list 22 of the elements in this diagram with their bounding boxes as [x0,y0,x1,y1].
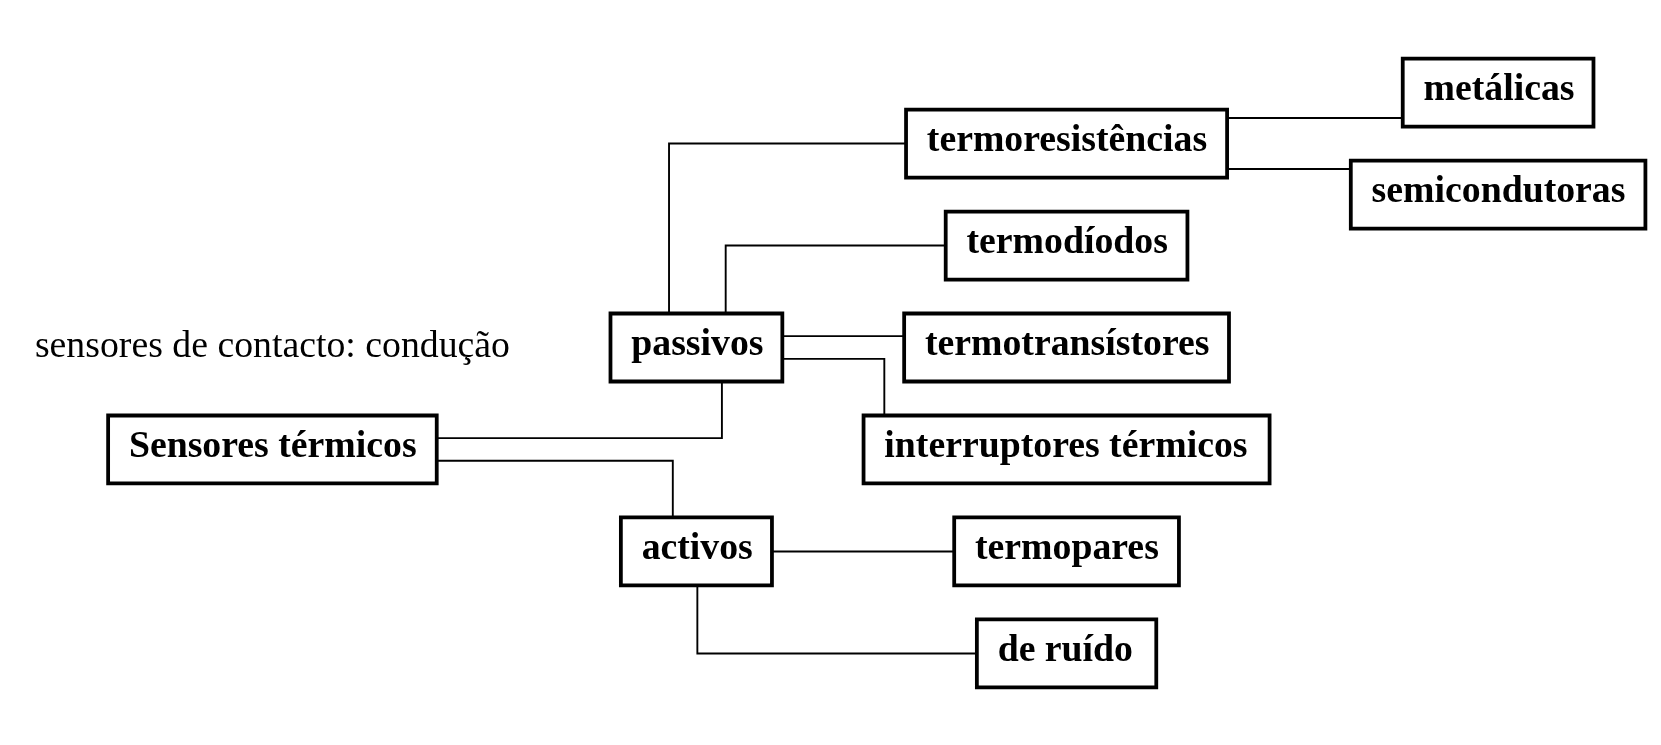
connector [771,550,955,552]
node-box: de ruído [974,617,1159,689]
connector [668,142,907,314]
node-box: semicondutoras [1348,158,1648,230]
label: sensores de contacto: condução [34,322,510,365]
node-box: passivos [608,311,785,383]
connector [436,459,674,518]
connector [1226,116,1404,119]
connector [782,334,905,337]
connector [436,380,723,439]
node-box: termopares [952,515,1181,587]
node-box: Sensores térmicos [106,413,439,485]
connector [1226,167,1352,170]
node-box: interruptores térmicos [861,413,1272,485]
connector [724,244,947,314]
connector [781,357,886,416]
node-box: termoresistências [904,107,1229,179]
node-box: metálicas [1400,56,1596,128]
node-box: activos [619,515,774,587]
node-box: termotransístores [902,311,1231,383]
connector [696,584,978,654]
node-box: termodíodos [943,209,1190,281]
